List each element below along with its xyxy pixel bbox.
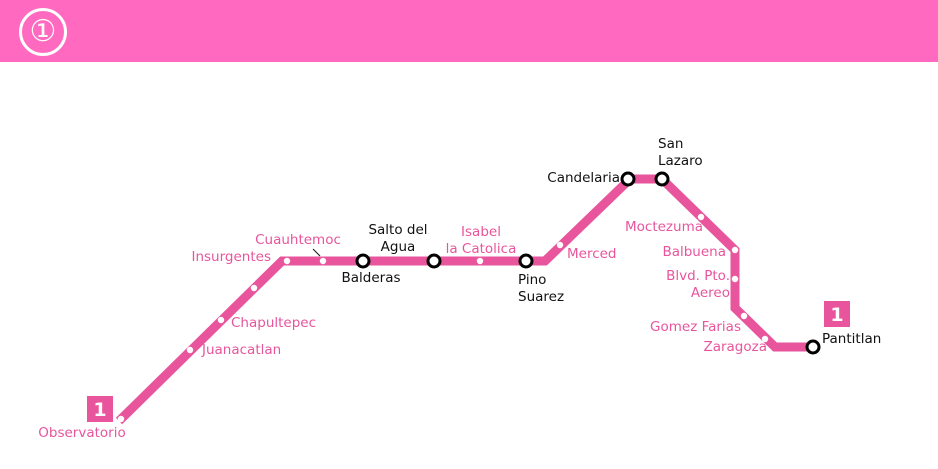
station-candelaria-transfer-marker[interactable] <box>620 171 636 187</box>
pantitlan-terminal-badge: 1 <box>824 301 850 327</box>
station-observatorio-marker[interactable] <box>117 415 125 423</box>
station-balderas-transfer-marker[interactable] <box>355 253 371 269</box>
line-number-badge: ① <box>19 8 67 56</box>
station-pantitlan-transfer-marker[interactable] <box>805 339 821 355</box>
station-balderas-label: Balderas <box>341 270 400 286</box>
station-moctezuma-label: Moctezuma <box>625 219 703 235</box>
station-observatorio-label: Observatorio <box>38 425 125 441</box>
observatorio-terminal-badge: 1 <box>87 396 113 422</box>
observatorio-terminal-badge-number: 1 <box>93 399 106 421</box>
station-juanacatlan-label: Juanacatlan <box>201 342 281 358</box>
station-candelaria-label: Candelaria <box>547 170 620 186</box>
station-insurgentes-marker[interactable] <box>283 257 291 265</box>
station-gomez-farias-marker[interactable] <box>740 312 748 320</box>
station-balbuena-label: Balbuena <box>662 244 726 260</box>
pantitlan-terminal-badge-number: 1 <box>830 304 843 326</box>
station-zaragoza-marker[interactable] <box>761 335 769 343</box>
station-pino-suarez-transfer-marker[interactable] <box>518 253 534 269</box>
station-cuauhtemoc-marker[interactable] <box>319 257 327 265</box>
station-zaragoza-label: Zaragoza <box>703 339 767 355</box>
station-blvd-pto-aereo-label: Blvd. Pto.Aereo <box>666 268 730 301</box>
station-merced-marker[interactable] <box>556 241 564 249</box>
station-isabel-la-catolica-marker[interactable] <box>476 257 484 265</box>
station-balbuena-marker[interactable] <box>731 246 739 254</box>
station-pantitlan-label: Pantitlan <box>822 331 881 347</box>
station-blvd-pto-aereo-marker[interactable] <box>731 275 739 283</box>
station-gomez-farias-label: Gomez Farias <box>650 319 741 335</box>
station-san-lazaro-transfer-marker[interactable] <box>654 171 670 187</box>
station-merced-label: Merced <box>567 246 617 262</box>
station-juanacatlan-marker[interactable] <box>186 346 194 354</box>
station-insurgentes-label: Insurgentes <box>191 249 271 265</box>
station-moctezuma-marker[interactable] <box>697 213 705 221</box>
cuauhtemoc-leader-line <box>312 248 321 257</box>
station-cuauhtemoc-label: Cuauhtemoc <box>255 232 341 248</box>
station-sevilla-marker[interactable] <box>250 284 258 292</box>
station-chapultepec-label: Chapultepec <box>231 315 316 331</box>
line-header-bar: ① <box>0 0 938 62</box>
station-salto-del-agua-transfer-marker[interactable] <box>426 253 442 269</box>
station-chapultepec-marker[interactable] <box>217 316 225 324</box>
